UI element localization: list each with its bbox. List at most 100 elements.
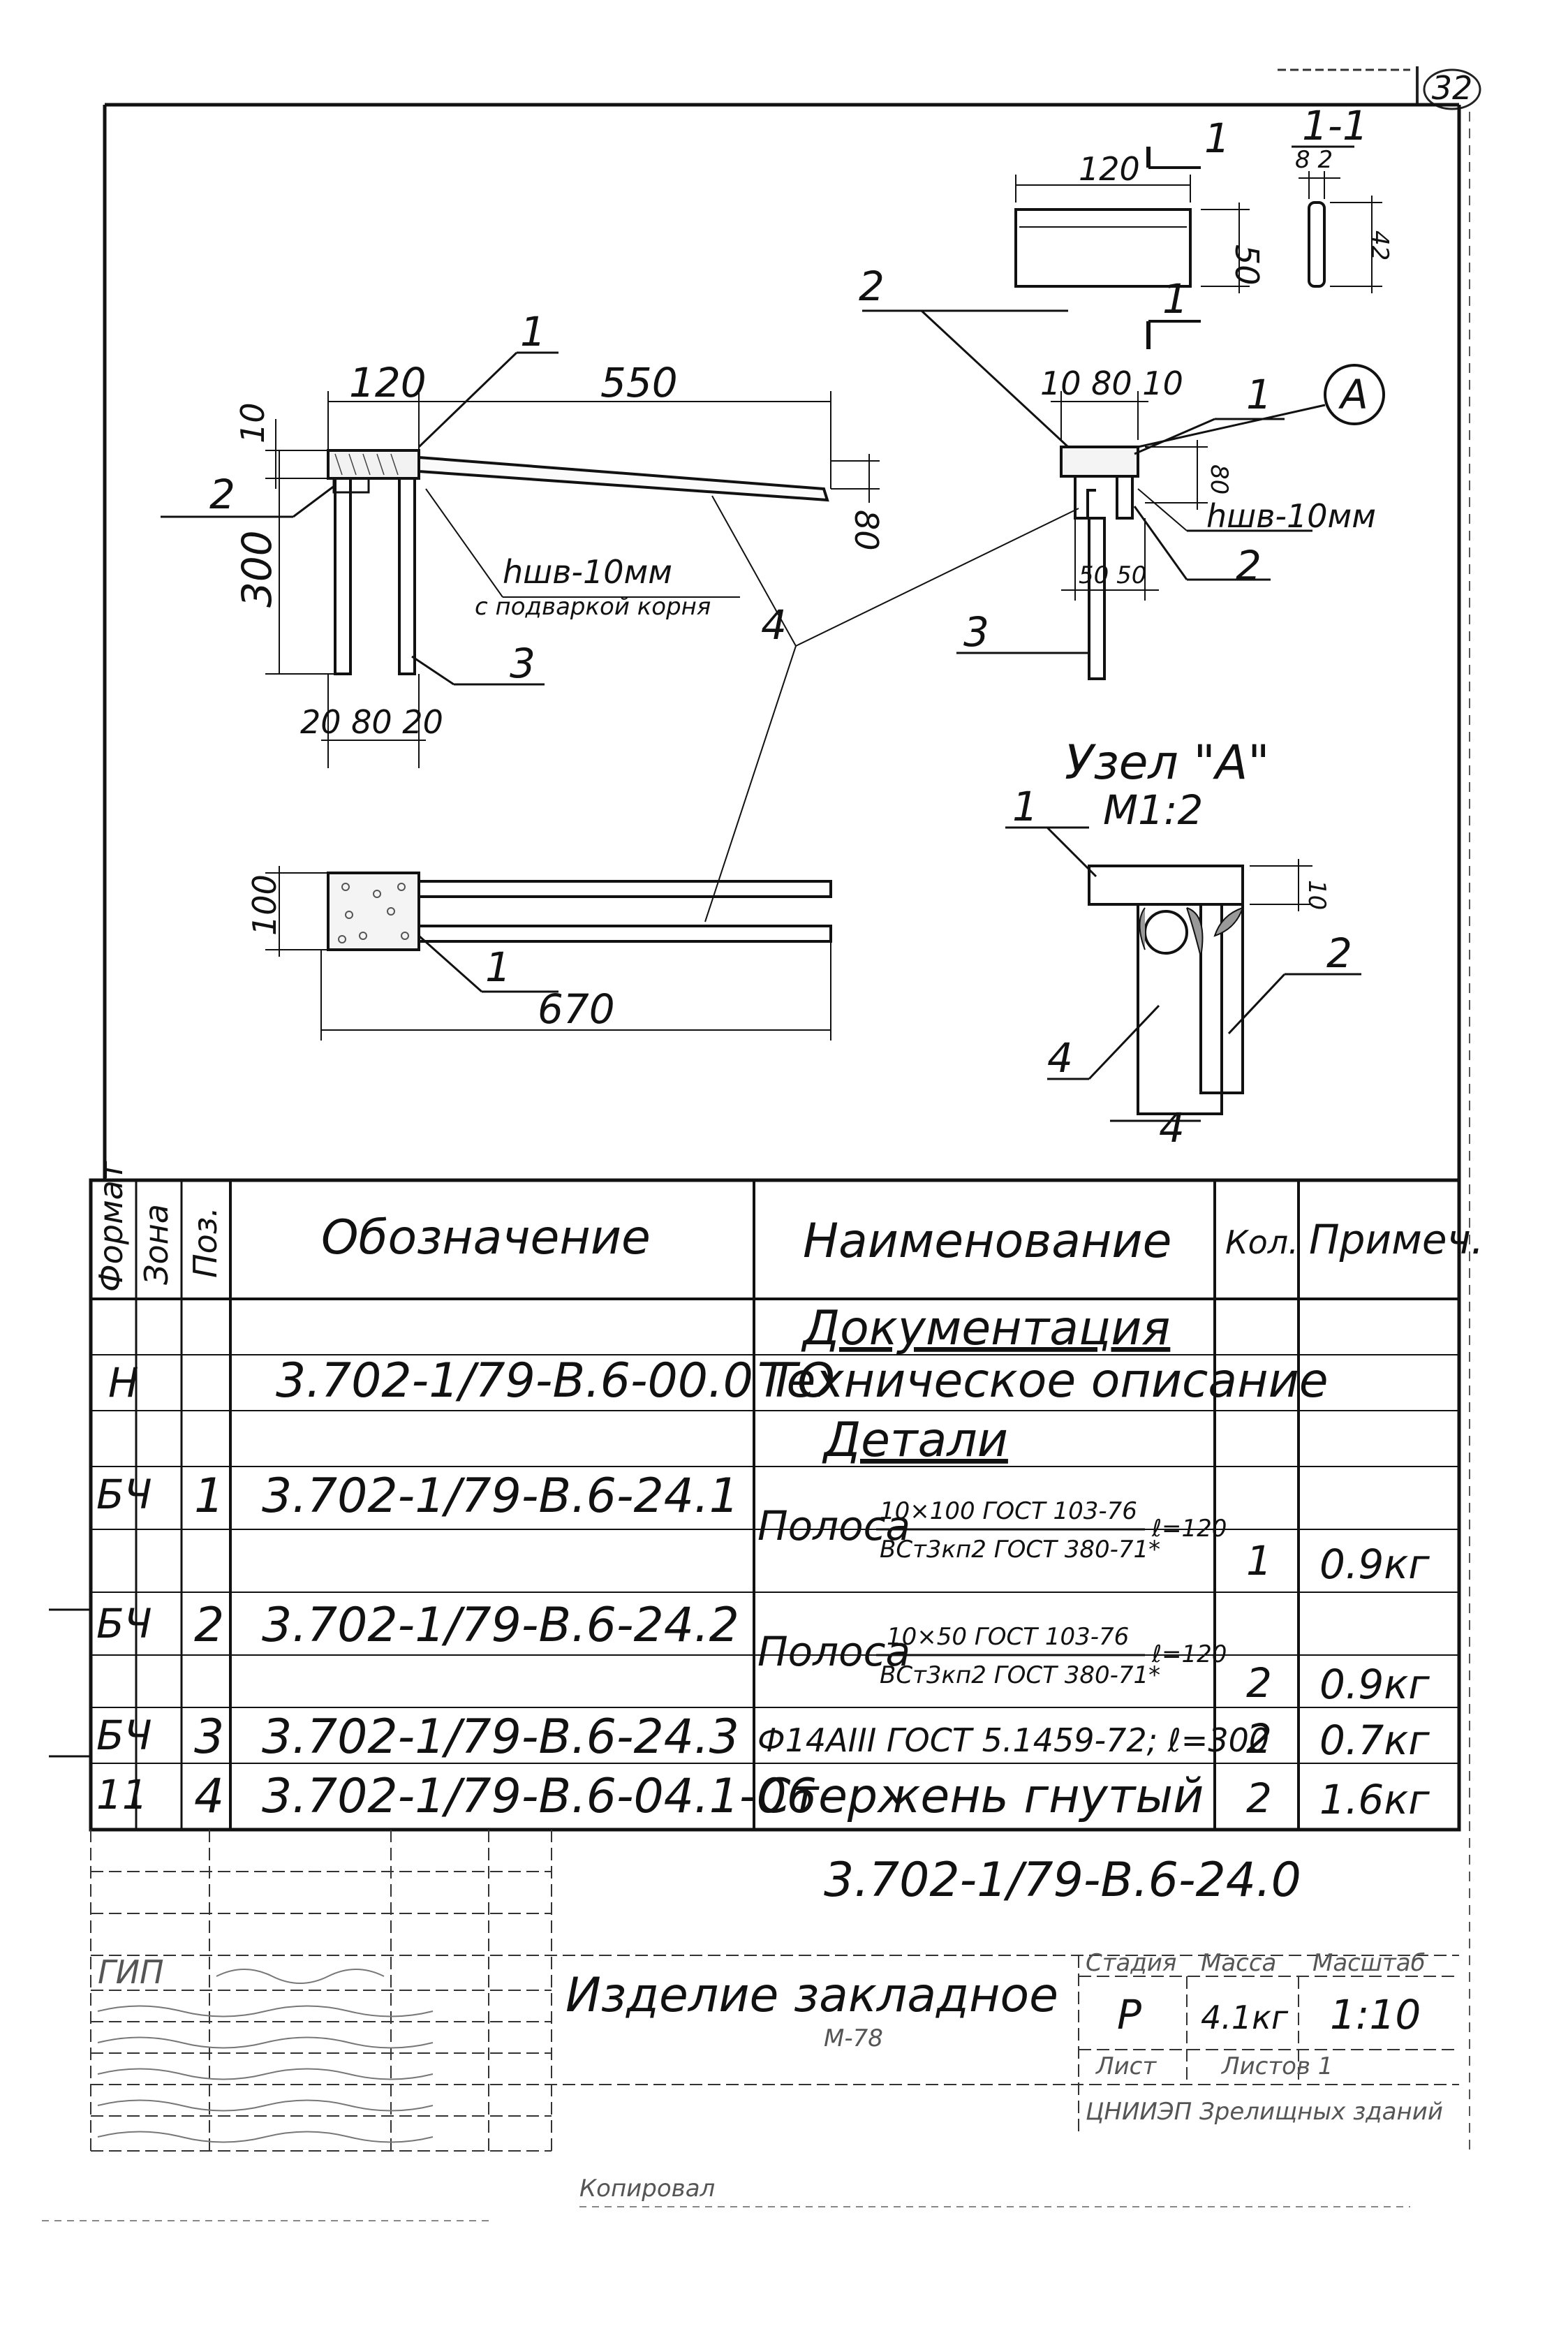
row1-name-main: Полоса	[757, 1502, 910, 1550]
d2-dim-120: 120	[1079, 150, 1140, 188]
row1-name-len: ℓ=120	[1151, 1515, 1227, 1543]
row1-format: БЧ	[96, 1471, 152, 1518]
side-dim-top: 10 80 10	[1040, 365, 1183, 402]
node-dim-10: 10	[1303, 880, 1331, 910]
sheet-label: Лист	[1095, 2052, 1157, 2080]
dim-10: 10	[234, 402, 272, 443]
page-number-circle	[1423, 68, 1481, 110]
row3-name: Ф14АIII ГОСТ 5.1459-72; ℓ=300	[757, 1721, 1269, 1759]
sheets-label: Листов 1	[1220, 2052, 1333, 2080]
row2-pos: 2	[194, 1598, 224, 1653]
item-sub: М-78	[824, 2024, 883, 2052]
title-block-grid	[90, 1830, 1459, 2152]
signature-scribbles	[97, 1969, 434, 2143]
section-1-1-view	[1292, 145, 1382, 293]
side-callout-1: 1	[1246, 371, 1272, 418]
side-dim-bottom: 50 50	[1079, 561, 1146, 589]
organization: ЦНИИЭП Зрелищных зданий	[1086, 2098, 1443, 2126]
node-callout-4: 4	[1047, 1034, 1073, 1082]
d2-dim-50: 50	[1228, 244, 1266, 286]
row3-qty: 2	[1246, 1715, 1272, 1763]
row0-format: Н	[108, 1359, 139, 1406]
stage-value: Р	[1117, 1991, 1141, 2038]
header-note: Примеч.	[1309, 1216, 1484, 1263]
callout-3: 3	[510, 640, 535, 687]
header-name: Наименование	[803, 1214, 1171, 1269]
dim-bottom: 20 80 20	[300, 703, 443, 741]
row1-qty: 1	[1246, 1537, 1272, 1585]
section-mark-bottom: 1	[1162, 275, 1188, 323]
row2-qty: 2	[1246, 1659, 1272, 1707]
header-zone: Зона	[138, 1204, 175, 1285]
weld-note-2: с подваркой корня	[475, 593, 711, 621]
node-scale: М1:2	[1103, 786, 1203, 834]
node-a-marker: A	[1338, 371, 1368, 418]
item-name: Изделие закладное	[565, 1968, 1058, 2023]
side-dim-80: 80	[1205, 464, 1233, 494]
row1-name-num: 10×100 ГОСТ 103-76	[880, 1497, 1137, 1525]
detail-2-view	[862, 147, 1250, 448]
row2-name-len: ℓ=120	[1151, 1640, 1227, 1668]
side-callout-2: 2	[1236, 542, 1262, 589]
row4-format: 11	[96, 1771, 148, 1818]
header-format: Формат	[92, 1161, 130, 1292]
footer-copied: Копировал	[579, 2175, 715, 2203]
node-a-view	[1005, 826, 1361, 1122]
node-callout-2: 2	[1326, 929, 1352, 977]
node-callout-4b: 4	[1159, 1104, 1185, 1152]
row2-name-num: 10×50 ГОСТ 103-76	[887, 1623, 1129, 1651]
title-code: 3.702-1/79-В.6-24.0	[824, 1853, 1301, 1908]
node-title: Узел "А"	[1065, 735, 1270, 791]
dim-550: 550	[600, 359, 678, 406]
spec-table-grid	[49, 1178, 1461, 1832]
plan-view	[265, 645, 832, 1041]
gip-label: ГИП	[98, 1953, 164, 1991]
stage-header: Стадия	[1086, 1949, 1176, 1977]
section-mark-top: 1	[1204, 115, 1230, 162]
row3-note: 0.7кг	[1319, 1717, 1430, 1764]
callout-4: 4	[761, 601, 787, 649]
row4-note: 1.6кг	[1319, 1776, 1430, 1823]
row3-pos: 3	[194, 1710, 224, 1765]
section-title: 1-1	[1302, 102, 1368, 149]
row2-name-main: Полоса	[757, 1628, 910, 1675]
dim-100: 100	[246, 874, 283, 936]
row1-name-den: ВСт3кп2 ГОСТ 380-71*	[880, 1536, 1160, 1564]
row1-pos: 1	[194, 1469, 224, 1524]
row4-name: Стержень гнутый	[757, 1769, 1204, 1824]
node-callout-1: 1	[1012, 783, 1038, 830]
row2-designation: 3.702-1/79-В.6-24.2	[262, 1598, 739, 1653]
mass-value: 4.1кг	[1201, 1999, 1289, 2036]
row1-designation: 3.702-1/79-В.6-24.1	[262, 1469, 739, 1524]
callout-1: 1	[520, 308, 546, 355]
dim-120: 120	[349, 359, 427, 406]
header-qty: Кол.	[1225, 1223, 1299, 1261]
side-weld-note: hшв-10мм	[1206, 497, 1376, 535]
dim-670: 670	[538, 985, 615, 1033]
row4-pos: 4	[194, 1769, 224, 1824]
weld-note: hшв-10мм	[503, 553, 672, 591]
section-dim-top: 8 2	[1295, 146, 1333, 174]
side-callout-3: 3	[963, 608, 989, 656]
plan-callout-1: 1	[485, 943, 511, 991]
callout-2: 2	[209, 471, 235, 518]
row0-name: Техническое описание	[757, 1353, 1329, 1409]
d2-callout-2: 2	[859, 263, 885, 310]
row4-designation: 3.702-1/79-В.6-04.1-06	[262, 1769, 817, 1824]
row2-name-den: ВСт3кп2 ГОСТ 380-71*	[880, 1661, 1160, 1689]
scale-header: Масштаб	[1312, 1949, 1426, 1977]
row4-qty: 2	[1246, 1774, 1272, 1822]
page-number: 32	[1432, 69, 1473, 107]
row2-format: БЧ	[96, 1600, 152, 1647]
header-pos: Поз.	[186, 1207, 224, 1278]
row1-note: 0.9кг	[1319, 1541, 1430, 1588]
section-dim-42: 42	[1366, 230, 1393, 260]
side-view	[795, 364, 1385, 680]
mass-header: Масса	[1201, 1949, 1276, 1977]
row3-designation: 3.702-1/79-В.6-24.3	[262, 1710, 739, 1765]
row3-format: БЧ	[96, 1712, 152, 1759]
header-designation: Обозначение	[321, 1210, 651, 1265]
section-docs: Документация	[801, 1301, 1170, 1356]
dim-80-tip: 80	[848, 510, 885, 551]
